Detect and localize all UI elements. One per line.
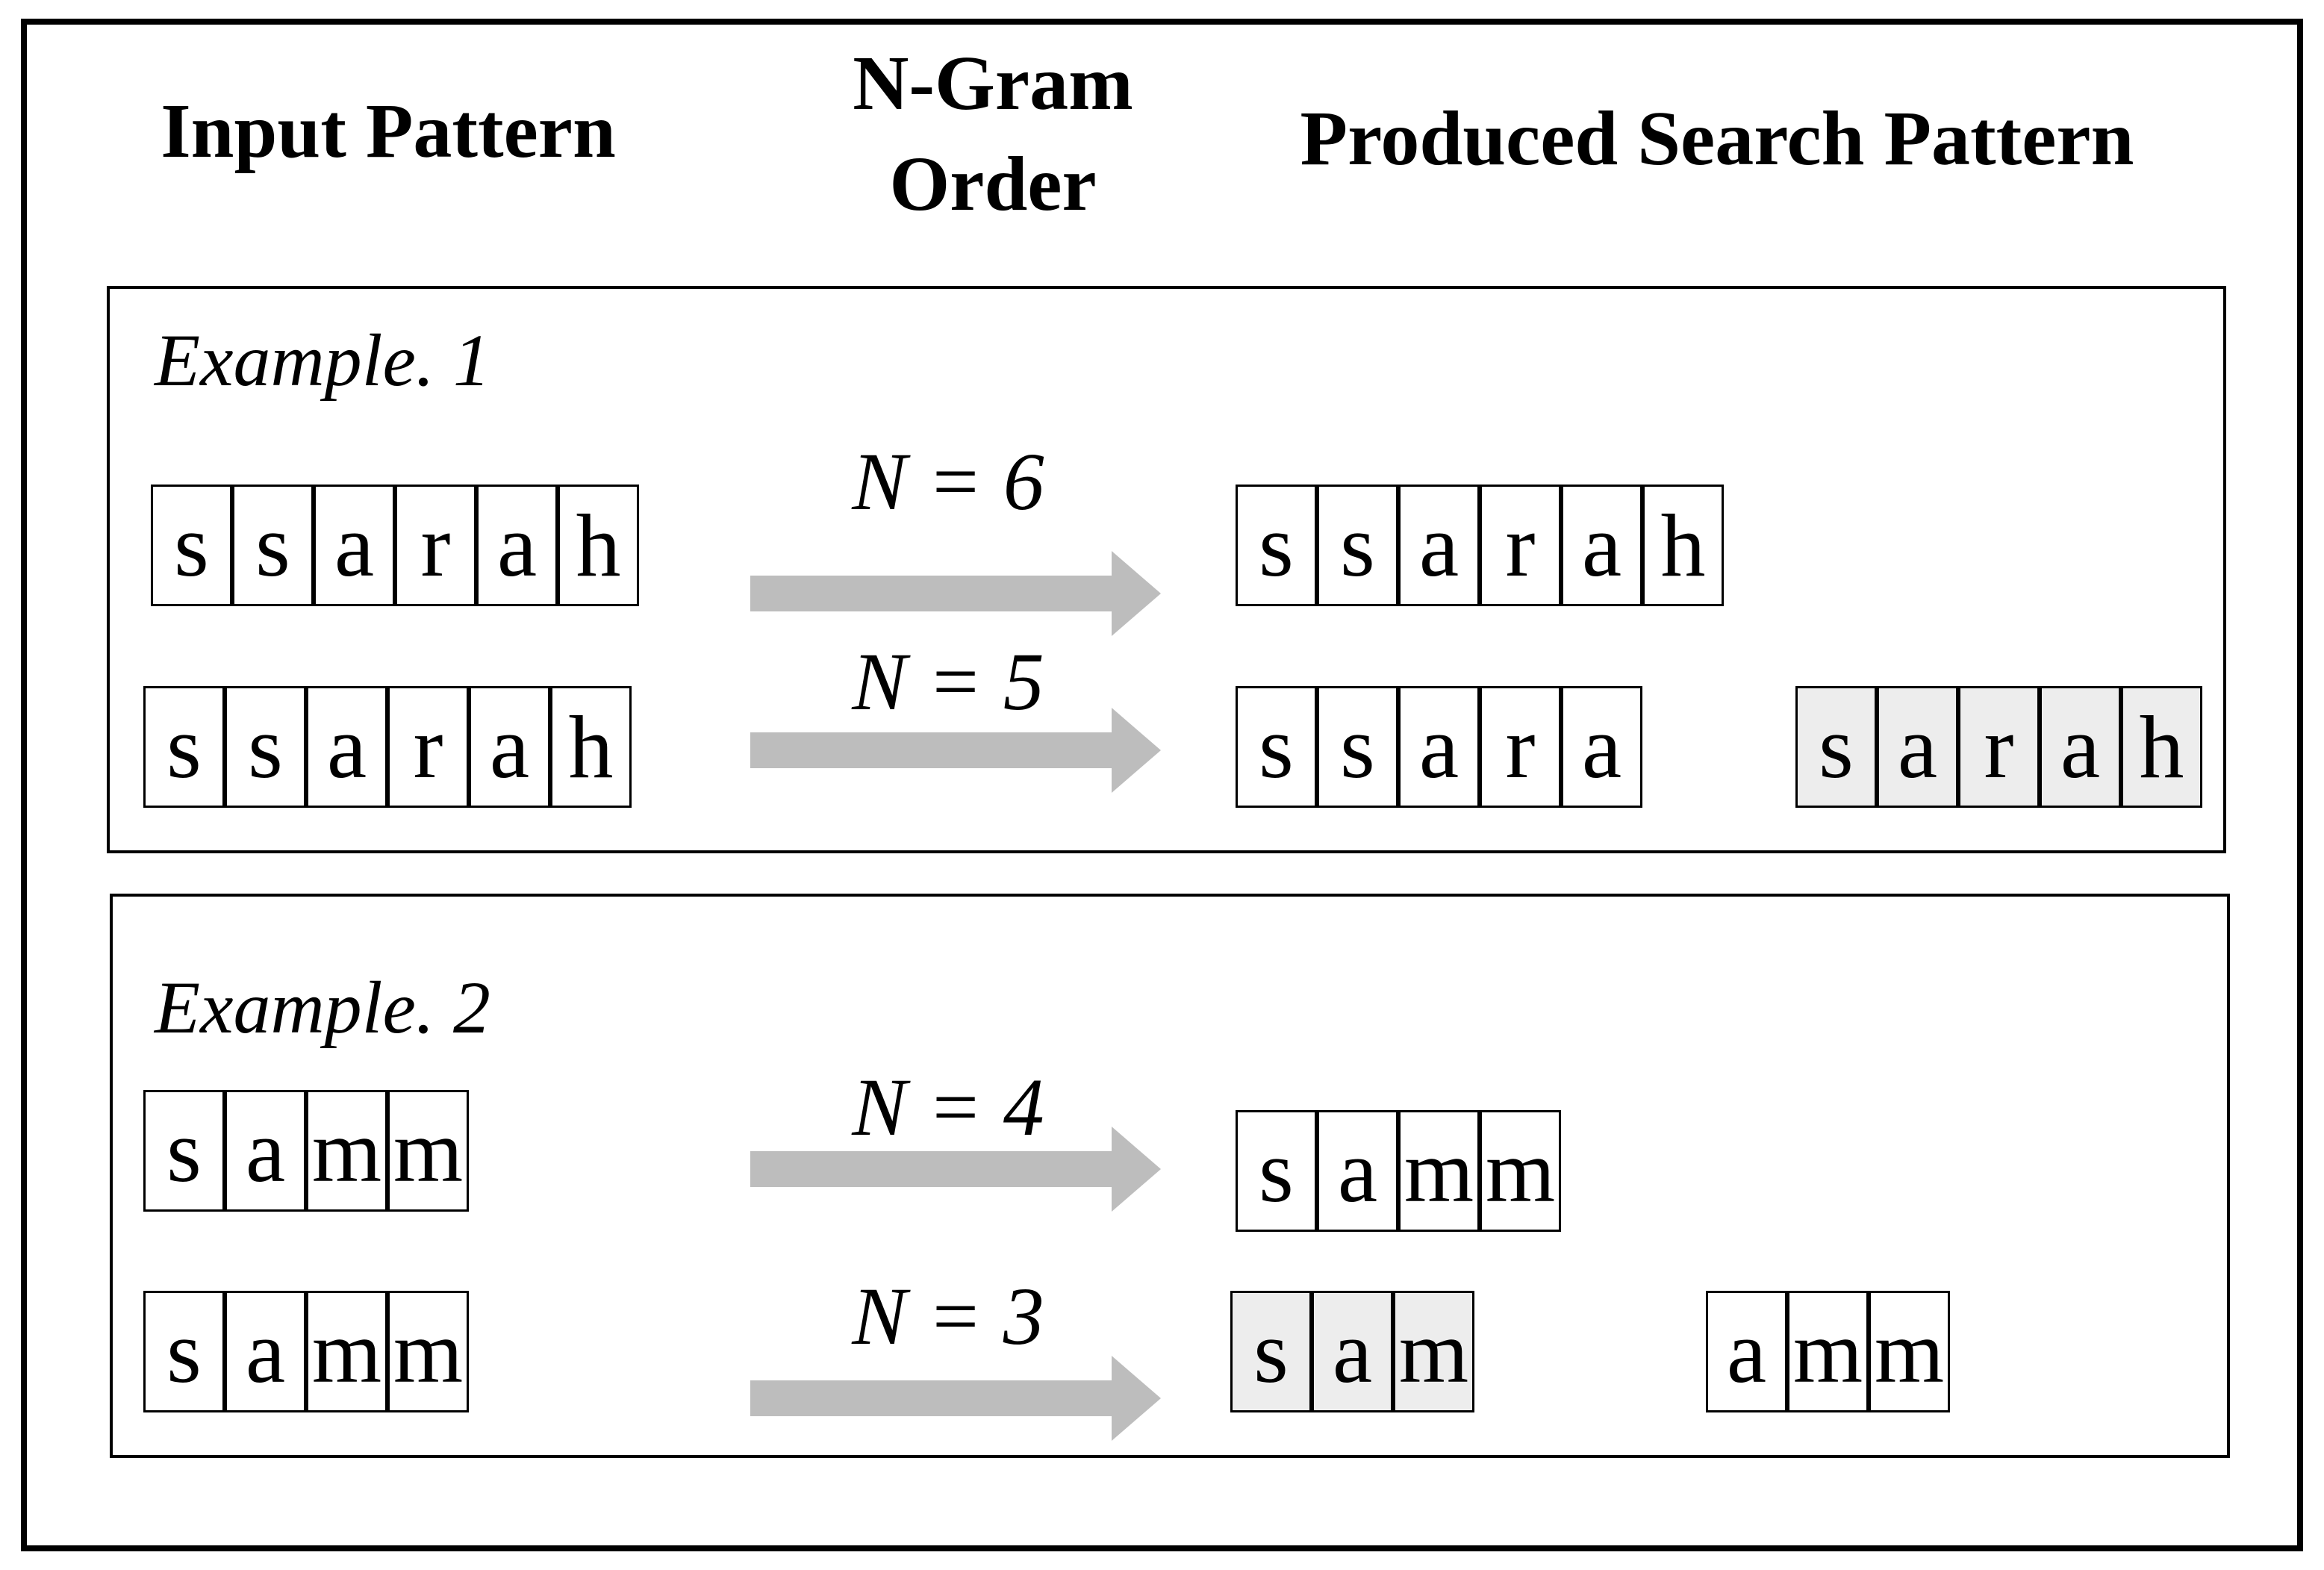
letter-cell: s (1230, 1291, 1312, 1412)
letter-cell: s (1317, 485, 1398, 606)
example1-title: Example. 1 (155, 319, 490, 402)
letter-cell: s (1236, 485, 1317, 606)
letter-cell: s (1317, 686, 1398, 808)
letter-cell: s (1795, 686, 1877, 808)
column-header-input-pattern: Input Pattern (161, 88, 616, 174)
letter-cell: a (1312, 1291, 1393, 1412)
letter-cell: m (1398, 1110, 1480, 1232)
letter-cell: a (2040, 686, 2121, 808)
letter-cell: r (387, 686, 469, 808)
letter-cell: s (143, 686, 225, 808)
letter-cell: r (1958, 686, 2040, 808)
letter-cell: s (143, 1291, 225, 1412)
letter-cell: h (1642, 485, 1724, 606)
letter-cell: a (306, 686, 387, 808)
letter-cell: a (1561, 485, 1642, 606)
arrow-head (1112, 1355, 1161, 1441)
ngram-header-line2: Order (889, 141, 1097, 228)
example2-row2-order-label: N = 3 (852, 1271, 1044, 1362)
example2-row1-order-label: N = 4 (852, 1062, 1044, 1153)
letter-cell: s (143, 1090, 225, 1212)
letter-cell: h (2121, 686, 2202, 808)
letter-cell: r (395, 485, 476, 606)
column-header-produced-search-pattern: Produced Search Pattern (1300, 96, 2134, 181)
example1-row2-order-label: N = 5 (852, 636, 1044, 727)
letter-cell: a (1706, 1291, 1787, 1412)
letter-cell: m (1787, 1291, 1869, 1412)
letter-cell: s (1236, 686, 1317, 808)
letter-cell: a (225, 1291, 306, 1412)
arrow-shaft (750, 575, 1112, 611)
example2-row1-right-arrow-icon (750, 1126, 1161, 1212)
letter-cell: a (1398, 686, 1480, 808)
letter-cell: a (1561, 686, 1642, 808)
letter-cell: a (1398, 485, 1480, 606)
letter-cell: m (1393, 1291, 1474, 1412)
letter-cell: s (151, 485, 232, 606)
ngram-header-line1: N-Gram (853, 40, 1133, 126)
letter-cell: a (1877, 686, 1958, 808)
letter-cell: a (225, 1090, 306, 1212)
column-header-ngram-order: N-Gram Order (761, 33, 1224, 234)
letter-cell: m (387, 1090, 469, 1212)
letter-cell: s (225, 686, 306, 808)
letter-cell: m (387, 1291, 469, 1412)
letter-cell: a (314, 485, 395, 606)
arrow-shaft (750, 732, 1112, 768)
arrow-shaft (750, 1150, 1112, 1187)
letter-cell: m (306, 1090, 387, 1212)
arrow-shaft (750, 1380, 1112, 1416)
letter-cell: m (1869, 1291, 1950, 1412)
arrow-head (1112, 1126, 1161, 1212)
example2-title: Example. 2 (155, 966, 490, 1049)
letter-cell: a (476, 485, 558, 606)
example2-row2-right-arrow-icon (750, 1355, 1161, 1441)
letter-cell: h (558, 485, 639, 606)
letter-cell: h (550, 686, 632, 808)
letter-cell: r (1480, 485, 1561, 606)
letter-cell: m (306, 1291, 387, 1412)
example1-row2-right-arrow-icon (750, 707, 1161, 793)
outer-border (21, 19, 2303, 1551)
letter-cell: a (469, 686, 550, 808)
letter-cell: r (1480, 686, 1561, 808)
letter-cell: a (1317, 1110, 1398, 1232)
letter-cell: m (1480, 1110, 1561, 1232)
letter-cell: s (1236, 1110, 1317, 1232)
arrow-head (1112, 707, 1161, 793)
example1-row1-order-label: N = 6 (852, 436, 1044, 527)
arrow-head (1112, 550, 1161, 636)
letter-cell: s (232, 485, 314, 606)
example1-row1-right-arrow-icon (750, 550, 1161, 636)
